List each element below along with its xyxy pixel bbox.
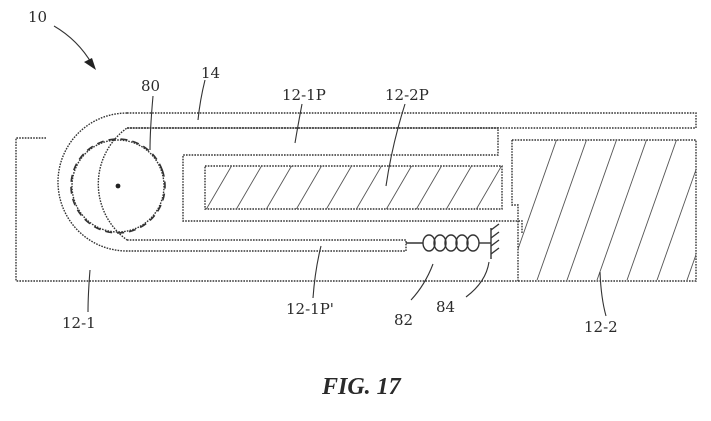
- label-84: 84: [436, 298, 455, 316]
- panel-12-2P: [204, 165, 503, 210]
- leader-82: [410, 263, 434, 301]
- label-12-2: 12-2: [584, 318, 618, 336]
- label-82: 82: [394, 311, 413, 329]
- panel-12-1P: [127, 127, 523, 234]
- leader-10: [53, 25, 93, 65]
- leader-14: [197, 79, 206, 121]
- housing-12-2-hatching: [512, 140, 696, 280]
- flexible-cover-14: [97, 112, 697, 241]
- leader-12-2: [599, 271, 607, 317]
- leader-12-1: [87, 269, 91, 313]
- roller-80: [71, 139, 165, 233]
- leader-12-2P: [385, 103, 406, 187]
- roller-outline-dashed: [70, 138, 166, 234]
- panel-12-1P-prime: [127, 239, 407, 252]
- anchor-84: [490, 223, 500, 259]
- housing-12-1: [15, 137, 519, 282]
- label-80: 80: [141, 77, 160, 95]
- label-12-2P: 12-2P: [385, 86, 429, 104]
- label-12-1P: 12-1P: [282, 86, 326, 104]
- flexible-cover-14-outer: [57, 112, 128, 252]
- panel-12-2P-hatching: [205, 166, 502, 209]
- leader-12-1P: [294, 103, 303, 144]
- leader-80: [149, 95, 154, 151]
- figure-caption: FIG. 17: [321, 374, 402, 400]
- label-14: 14: [201, 64, 220, 82]
- spring-82: [406, 234, 491, 252]
- leader-84: [465, 261, 490, 298]
- label-12-1: 12-1: [62, 314, 96, 332]
- label-12-1P-prime: 12-1P': [286, 300, 334, 318]
- label-10: 10: [28, 8, 47, 26]
- arrowhead-10: [84, 58, 96, 70]
- leader-12-1P-prime: [312, 245, 322, 299]
- roller-axle: [115, 183, 121, 189]
